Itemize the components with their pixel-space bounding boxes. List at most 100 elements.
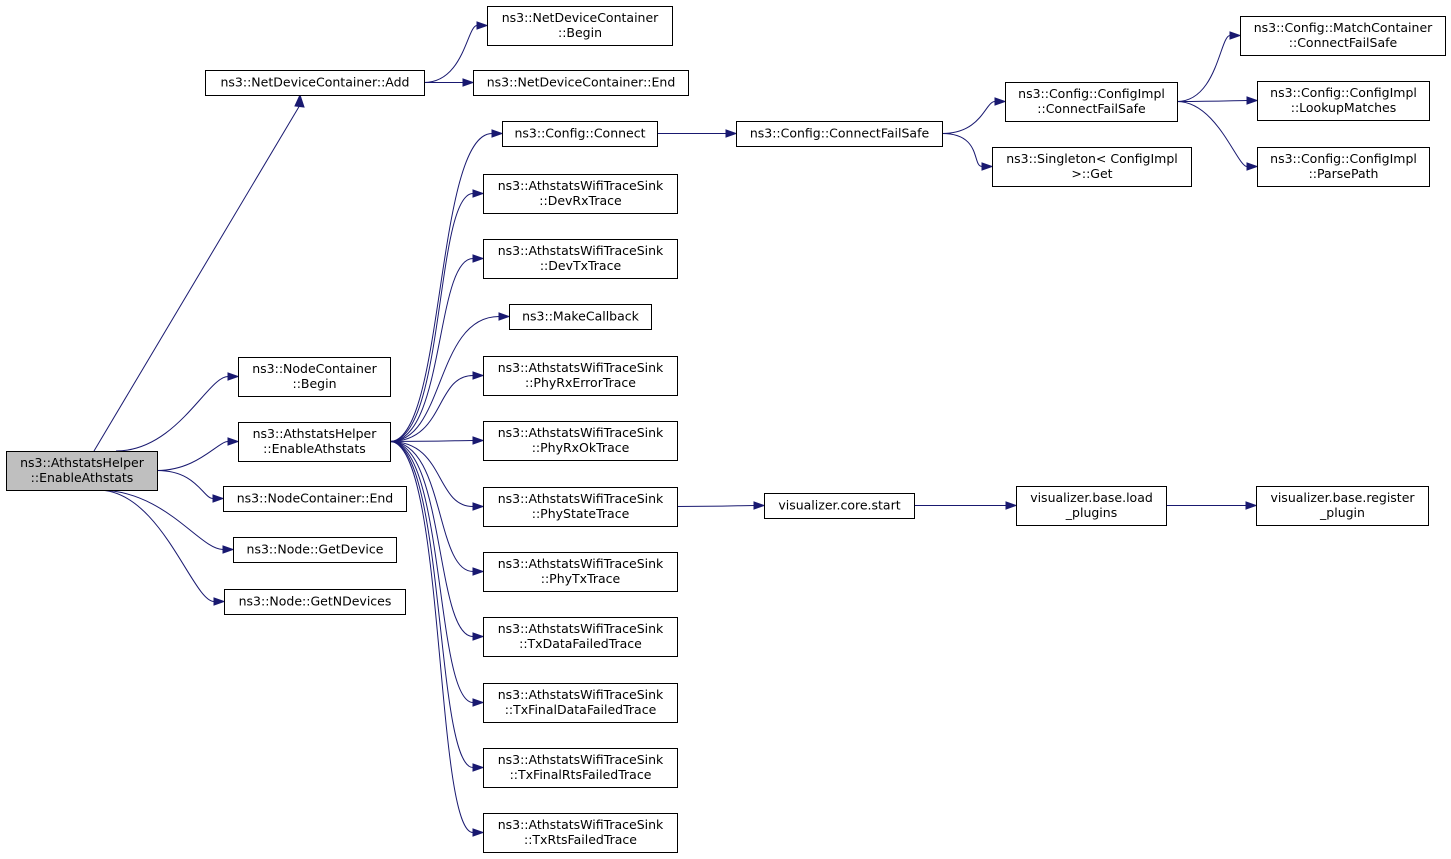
node-phystate[interactable]: ns3::AthstatsWifiTraceSink::PhyStateTrac… [483, 487, 678, 527]
node-phyrxok[interactable]: ns3::AthstatsWifiTraceSink::PhyRxOkTrace [483, 421, 678, 461]
edge-line [941, 133, 983, 167]
edge-arrowhead [472, 698, 485, 707]
edges-layer [93, 21, 1259, 837]
node-box [483, 748, 678, 788]
node-vis_load[interactable]: visualizer.base.load_plugins [1016, 486, 1167, 526]
edge-arrowhead [294, 93, 305, 108]
nodes-layer: ns3::AthstatsHelper::EnableAthstatsns3::… [6, 6, 1446, 853]
node-label: ns3::AthstatsWifiTraceSink [498, 687, 664, 702]
edge-root-to-ndc_add [93, 93, 305, 452]
edge-arrowhead [981, 162, 994, 171]
node-label: ns3::Config::ConfigImpl [1270, 85, 1417, 100]
node-label: ::DevTxTrace [540, 258, 622, 273]
node-txdatafail[interactable]: ns3::AthstatsWifiTraceSink::TxDataFailed… [483, 617, 678, 657]
node-box [6, 451, 158, 491]
edge-line [676, 505, 755, 507]
node-phytx[interactable]: ns3::AthstatsWifiTraceSink::PhyTxTrace [483, 552, 678, 592]
node-phyrxerr[interactable]: ns3::AthstatsWifiTraceSink::PhyRxErrorTr… [483, 356, 678, 396]
node-nc_end[interactable]: ns3::NodeContainer::End [223, 486, 407, 512]
edge-line [941, 101, 996, 134]
edge-line [115, 376, 229, 452]
node-cfgimpl_cfs[interactable]: ns3::Config::ConfigImpl::ConnectFailSafe [1005, 82, 1178, 122]
edge-arrowhead [227, 372, 240, 381]
node-root[interactable]: ns3::AthstatsHelper::EnableAthstats [6, 451, 158, 491]
edge-line [156, 441, 229, 471]
edge-line [97, 489, 215, 602]
node-label: ::TxFinalRtsFailedTrace [510, 767, 652, 782]
edge-ah_enable-to-phyrxerr [389, 371, 485, 442]
node-label: ::TxRtsFailedTrace [524, 832, 637, 847]
node-label: ns3::Node::GetNDevices [239, 594, 392, 609]
node-box [502, 121, 658, 147]
edge-line [1176, 101, 1248, 167]
node-cfg_connect[interactable]: ns3::Config::Connect [502, 121, 658, 147]
edge-line [389, 441, 474, 572]
node-box [487, 6, 673, 46]
node-cfgimpl_parse[interactable]: ns3::Config::ConfigImpl::ParsePath [1257, 147, 1430, 187]
node-vis_start[interactable]: visualizer.core.start [764, 493, 915, 519]
node-box [509, 304, 652, 330]
node-box [483, 174, 678, 214]
edge-cfgimpl_cfs-to-cfgimpl_parse [1176, 101, 1259, 171]
node-devrx[interactable]: ns3::AthstatsWifiTraceSink::DevRxTrace [483, 174, 678, 214]
node-ndc_add[interactable]: ns3::NetDeviceContainer::Add [205, 70, 425, 96]
edge-line [389, 316, 500, 442]
node-label: ::TxDataFailedTrace [519, 636, 642, 651]
node-label: ns3::Config::Connect [514, 126, 645, 141]
node-node_getdevice[interactable]: ns3::Node::GetDevice [233, 537, 397, 563]
node-label: ns3::AthstatsWifiTraceSink [498, 817, 664, 832]
node-cfg_cfs[interactable]: ns3::Config::ConnectFailSafe [736, 121, 943, 147]
node-label: ns3::Config::ConfigImpl [1270, 151, 1417, 166]
edge-line [389, 440, 474, 442]
edge-arrowhead [472, 828, 485, 837]
node-ndc_end[interactable]: ns3::NetDeviceContainer::End [473, 70, 689, 96]
node-label: visualizer.base.register [1270, 490, 1415, 505]
node-label: ::LookupMatches [1291, 100, 1397, 115]
edge-arrowhead [1246, 96, 1259, 105]
node-ah_enable[interactable]: ns3::AthstatsHelper::EnableAthstats [238, 422, 391, 462]
node-box [233, 537, 397, 563]
node-label: ::PhyTxTrace [541, 571, 621, 586]
node-node_getndevices[interactable]: ns3::Node::GetNDevices [224, 589, 406, 615]
edge-line [389, 441, 474, 833]
edge-line [389, 193, 474, 442]
node-box [1240, 16, 1446, 56]
node-label: ::PhyRxOkTrace [532, 440, 630, 455]
edge-line [389, 441, 474, 637]
node-txrts[interactable]: ns3::AthstatsWifiTraceSink::TxRtsFailedT… [483, 813, 678, 853]
node-box [1257, 81, 1430, 121]
node-box [992, 147, 1192, 187]
edge-arrowhead [213, 597, 226, 606]
node-label: ::EnableAthstats [31, 470, 134, 485]
edge-line [93, 104, 301, 452]
edge-ah_enable-to-phystate [389, 441, 485, 511]
node-nc_begin[interactable]: ns3::NodeContainer::Begin [238, 357, 391, 397]
edge-arrowhead [491, 129, 504, 138]
node-txfinalrts[interactable]: ns3::AthstatsWifiTraceSink::TxFinalRtsFa… [483, 748, 678, 788]
node-ndc_begin[interactable]: ns3::NetDeviceContainer::Begin [487, 6, 673, 46]
node-box [483, 356, 678, 396]
node-label: ns3::NodeContainer [252, 361, 377, 376]
edge-line [156, 470, 214, 499]
edge-root-to-node_getdevice [97, 489, 235, 554]
node-label: ns3::NetDeviceContainer::Add [221, 75, 410, 90]
node-mc_cfs[interactable]: ns3::Config::MatchContainer::ConnectFail… [1240, 16, 1446, 56]
node-label: ::PhyRxErrorTrace [525, 375, 636, 390]
node-label: ns3::AthstatsWifiTraceSink [498, 243, 664, 258]
edge-line [389, 133, 493, 442]
node-txfinaldata[interactable]: ns3::AthstatsWifiTraceSink::TxFinalDataF… [483, 683, 678, 723]
edge-arrowhead [212, 494, 225, 503]
node-devtx[interactable]: ns3::AthstatsWifiTraceSink::DevTxTrace [483, 239, 678, 279]
node-vis_register[interactable]: visualizer.base.register_plugin [1256, 486, 1429, 526]
node-label: ::EnableAthstats [263, 441, 366, 456]
node-label: ns3::Config::ConfigImpl [1018, 86, 1165, 101]
edge-root-to-nc_begin [115, 372, 240, 452]
edge-arrowhead [753, 501, 766, 510]
node-label: ns3::AthstatsWifiTraceSink [498, 491, 664, 506]
node-label: visualizer.base.load [1030, 490, 1153, 505]
edge-root-to-ah_enable [156, 437, 240, 471]
node-label: ns3::Singleton< ConfigImpl [1006, 151, 1178, 166]
node-singleton_get[interactable]: ns3::Singleton< ConfigImpl>::Get [992, 147, 1192, 187]
node-makecb[interactable]: ns3::MakeCallback [509, 304, 652, 330]
node-cfgimpl_lookup[interactable]: ns3::Config::ConfigImpl::LookupMatches [1257, 81, 1430, 121]
